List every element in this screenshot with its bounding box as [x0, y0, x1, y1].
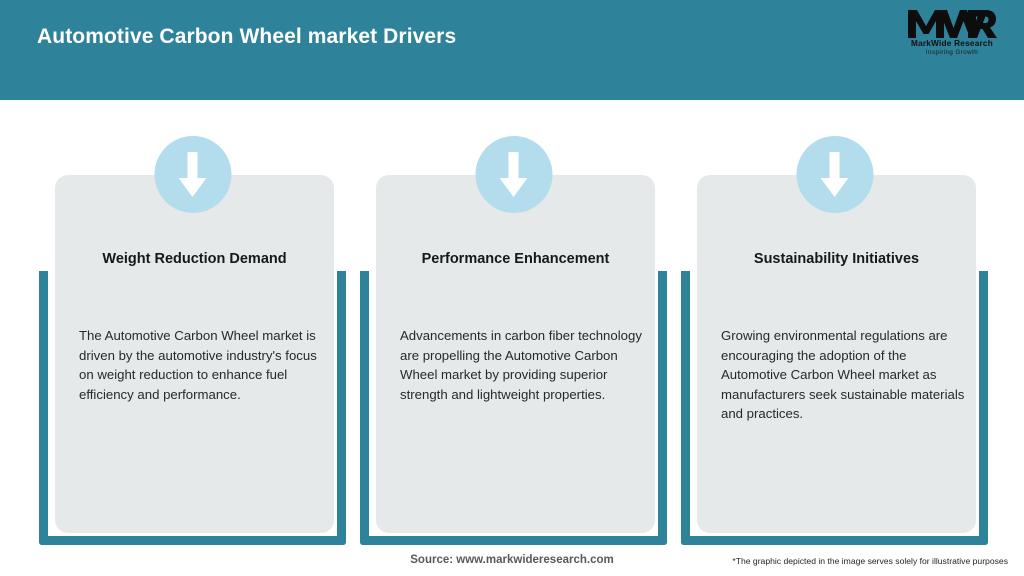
card-body-text: Advancements in carbon fiber technology … [400, 328, 642, 402]
mwr-logo-icon [908, 10, 997, 38]
card-body-text: Growing environmental regulations are en… [721, 328, 965, 421]
arrow-down-icon [154, 136, 231, 213]
driver-card: Sustainability Initiatives Growing envir… [681, 100, 988, 546]
logo-tagline: Inspiring Growth [925, 49, 979, 56]
card-accent-frame [360, 271, 667, 545]
card-panel [55, 175, 334, 533]
arrow-down-icon [475, 136, 552, 213]
driver-card: Performance Enhancement Advancements in … [360, 100, 667, 546]
header-band: Automotive Carbon Wheel market Drivers M… [0, 0, 1024, 100]
card-accent-frame [39, 271, 346, 545]
card-heading: Sustainability Initiatives [753, 251, 920, 267]
arrow-down-icon [796, 136, 873, 213]
card-heading: Performance Enhancement [421, 251, 610, 267]
card-panel [376, 175, 655, 533]
logo-company-name: MarkWide Research [911, 39, 993, 48]
source-attribution: Source: www.markwideresearch.com [410, 554, 614, 566]
drivers-card-row: Weight Reduction Demand The Automotive C… [0, 100, 1024, 545]
card-body-text: The Automotive Carbon Wheel market is dr… [79, 328, 317, 402]
driver-card: Weight Reduction Demand The Automotive C… [39, 100, 346, 546]
brand-logo: MarkWide Research Inspiring Growth [898, 8, 1006, 64]
page-title: Automotive Carbon Wheel market Drivers [37, 25, 457, 48]
card-heading: Weight Reduction Demand [102, 251, 287, 267]
card-accent-frame [681, 271, 988, 545]
illustrative-disclaimer: *The graphic depicted in the image serve… [732, 556, 1008, 566]
card-panel [697, 175, 976, 533]
